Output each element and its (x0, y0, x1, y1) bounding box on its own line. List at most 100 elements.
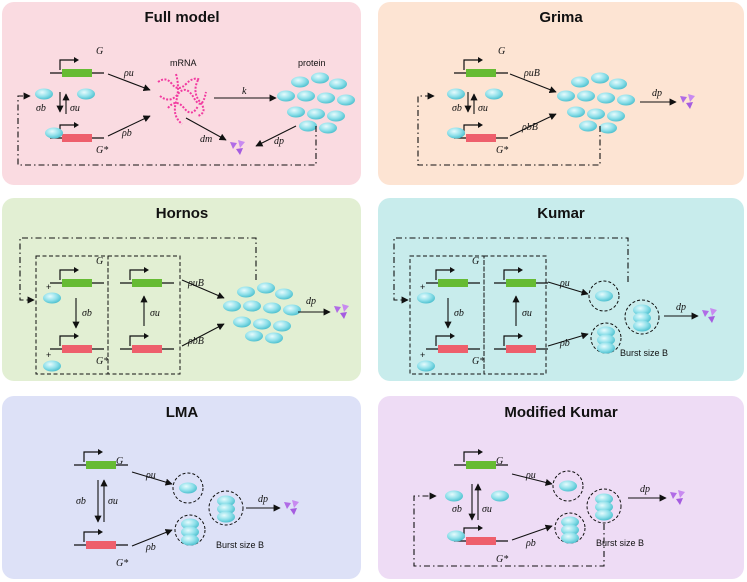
protein-icon (447, 530, 465, 542)
panel-grima: Grima G σb σu G* ρuB ρbB dp (378, 2, 744, 185)
protein-icon (35, 88, 53, 100)
dp-label: dp (676, 302, 686, 313)
protein-stack (217, 496, 235, 523)
burst-circle (590, 322, 622, 354)
protein-icon (417, 292, 435, 304)
gene-bound-label: G* (496, 145, 508, 156)
protein-label: protein (298, 58, 326, 68)
feedback-loop (19, 237, 257, 304)
sigma-b-label: σb (82, 308, 92, 319)
dp-label: dp (306, 296, 316, 307)
plus-label: + (46, 350, 51, 360)
plus-label: + (46, 282, 51, 292)
panel-lma: LMA G σb σu G* ρu ρb Burst size B dp (2, 396, 361, 579)
rho-b-label: ρbB (521, 122, 538, 133)
mrna-label: mRNA (170, 58, 197, 68)
protein-icon (447, 88, 465, 100)
protein-stack (595, 494, 613, 521)
feedback-loop (413, 492, 605, 567)
burst-circle (174, 514, 206, 546)
rho-u-label: ρu (559, 278, 570, 289)
protein-stack (561, 517, 579, 544)
burst-circle (172, 472, 204, 504)
state-box-right (483, 255, 547, 375)
protein-icon (179, 482, 197, 494)
k-label: k (242, 86, 247, 97)
panel-title: Modified Kumar (504, 404, 617, 421)
panel-title: Grima (539, 9, 583, 26)
protein-icon (417, 360, 435, 372)
sigma-u-label: σu (70, 103, 80, 114)
sigma-b-label: σb (454, 308, 464, 319)
dp-label: dp (640, 484, 650, 495)
protein-icon (447, 127, 465, 139)
panel-title: Kumar (537, 205, 585, 222)
sigma-u-label: σu (108, 496, 118, 507)
panel-kumar: Kumar G + σb G* + σu ρu ρb Burst size B … (378, 198, 744, 381)
protein-stack (633, 305, 651, 332)
feedback-loop (417, 92, 601, 166)
gene-bound-label: G* (496, 554, 508, 565)
sigma-u-label: σu (482, 504, 492, 515)
plus-label: + (420, 350, 425, 360)
burst-circle (624, 299, 660, 335)
burst-size-label: Burst size B (216, 540, 264, 550)
burst-circle (552, 470, 584, 502)
panel-title: LMA (166, 404, 199, 421)
rho-u-label: ρu (145, 470, 156, 481)
feedback-loop (393, 237, 629, 304)
sigma-b-label: σb (452, 103, 462, 114)
rho-b-label: ρbB (187, 336, 204, 347)
protein-icon (45, 127, 63, 139)
gene-label: G (496, 456, 503, 467)
rho-b-label: ρb (559, 338, 570, 349)
sigma-u-label: σu (478, 103, 488, 114)
dp-label: dp (274, 136, 284, 147)
rho-u-label: ρuB (187, 278, 204, 289)
burst-circle (588, 280, 620, 312)
gene-bound-label: G* (96, 145, 108, 156)
gene-bound-label: G* (96, 356, 108, 367)
protein-stack (597, 327, 615, 354)
plus-label: + (420, 282, 425, 292)
protein-icon (485, 88, 503, 100)
panel-modified-kumar: Modified Kumar G σb σu G* ρu ρb Burst si… (378, 396, 744, 579)
panel-full-model: Full model G σb σu G* ρu ρb mRNA k dm pr… (2, 2, 361, 185)
burst-circle (208, 490, 244, 526)
sigma-u-label: σu (150, 308, 160, 319)
gene-label: G (96, 46, 103, 57)
sigma-b-label: σb (36, 103, 46, 114)
gene-label: G (96, 256, 103, 267)
dm-label: dm (200, 134, 212, 145)
protein-icon (445, 490, 463, 502)
gene-label: G (116, 456, 123, 467)
panel-title: Full model (145, 9, 220, 26)
rho-b-label: ρb (525, 538, 536, 549)
protein-icon (491, 490, 509, 502)
state-box-right (107, 255, 181, 375)
burst-size-label: Burst size B (620, 348, 668, 358)
dp-label: dp (258, 494, 268, 505)
burst-size-label: Burst size B (596, 538, 644, 548)
panel-title: Hornos (156, 205, 209, 222)
gene-bound-label: G* (116, 558, 128, 569)
panel-hornos: Hornos G + σb G* + σu ρuB ρbB dp (2, 198, 361, 381)
burst-circle (586, 488, 622, 524)
sigma-b-label: σb (76, 496, 86, 507)
protein-icon (43, 292, 61, 304)
rho-b-label: ρb (121, 128, 132, 139)
feedback-loop (17, 92, 317, 166)
mrna-icon (157, 73, 207, 125)
sigma-b-label: σb (452, 504, 462, 515)
gene-label: G (472, 256, 479, 267)
rho-b-label: ρb (145, 542, 156, 553)
burst-circle (554, 512, 586, 544)
panel-background (2, 198, 361, 381)
protein-icon (43, 360, 61, 372)
protein-icon (595, 290, 613, 302)
protein-stack (181, 519, 199, 546)
rho-u-label: ρu (525, 470, 536, 481)
protein-icon (559, 480, 577, 492)
rho-u-label: ρuB (523, 68, 540, 79)
